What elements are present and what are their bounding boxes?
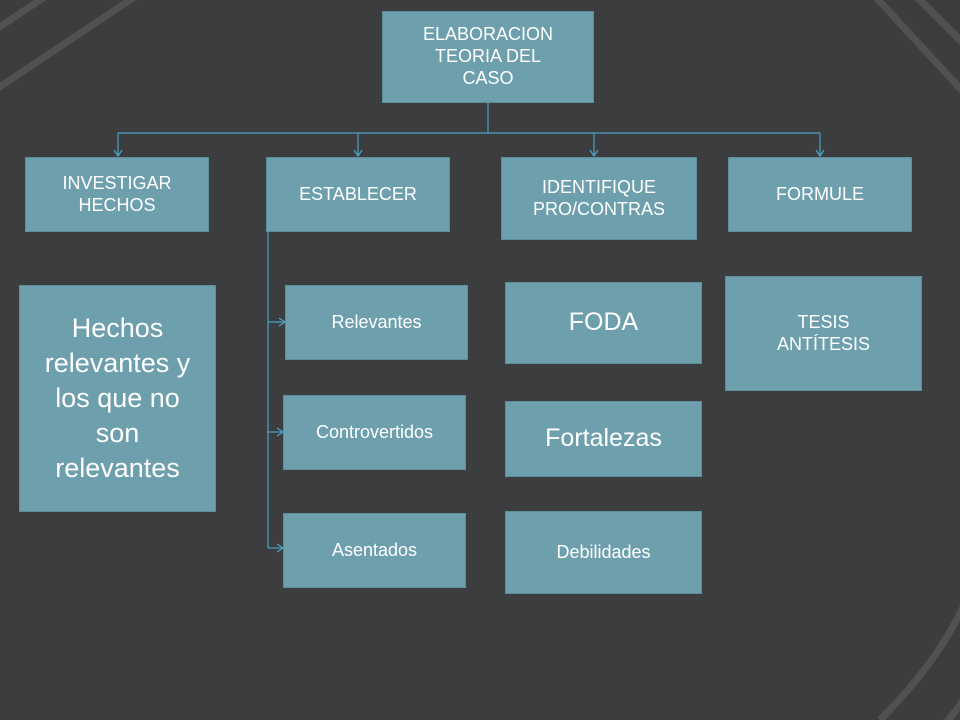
identifique-item-fortalezas: Fortalezas	[505, 401, 702, 477]
arrowhead	[353, 149, 363, 158]
identifique-item-debilidades: Debilidades	[505, 511, 702, 594]
arrowhead	[815, 149, 825, 158]
hechos-relevantes-box: Hechos relevantes y los que no son relev…	[19, 285, 216, 512]
node-formule: FORMULE	[728, 157, 912, 232]
node-identifique-pro-contras: IDENTIFIQUE PRO/CONTRAS	[501, 157, 697, 240]
identifique-item-foda: FODA	[505, 282, 702, 364]
establecer-item-controvertidos: Controvertidos	[283, 395, 466, 470]
establecer-item-relevantes: Relevantes	[285, 285, 468, 360]
arrowhead	[589, 149, 599, 158]
arrowhead	[113, 149, 123, 158]
root-node: ELABORACION TEORIA DEL CASO	[382, 11, 594, 103]
establecer-item-asentados: Asentados	[283, 513, 466, 588]
node-investigar-hechos: INVESTIGAR HECHOS	[25, 157, 209, 232]
tesis-antitesis-box: TESIS ANTÍTESIS	[725, 276, 922, 391]
node-establecer: ESTABLECER	[266, 157, 450, 232]
